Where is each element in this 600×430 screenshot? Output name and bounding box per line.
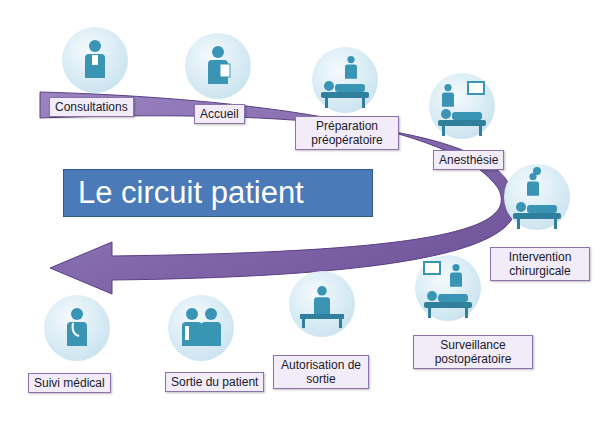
step-label: Intervention chirurgicale <box>490 247 590 281</box>
icon-preparation <box>312 47 378 113</box>
step-text: Intervention chirurgicale <box>496 250 584 278</box>
step-label: Autorisation de sortie <box>273 355 369 389</box>
icon-surveillance <box>415 255 481 321</box>
step-label: Préparation préopératoire <box>295 116 399 150</box>
title-box: Le circuit patient <box>63 169 373 217</box>
step-text: Surveillance postopératoire <box>419 338 527 366</box>
icon-intervention <box>504 164 570 230</box>
step-label: Suivi médical <box>28 373 111 393</box>
icon-consultations <box>62 27 128 93</box>
icon-accueil <box>185 33 251 99</box>
icon-anesthesie <box>429 73 495 139</box>
icon-autorisation <box>289 271 355 337</box>
step-label: Anesthésie <box>433 150 504 170</box>
title-text: Le circuit patient <box>78 175 304 210</box>
step-label: Consultations <box>49 97 134 117</box>
step-text: Suivi médical <box>34 376 105 390</box>
step-text: Autorisation de sortie <box>279 358 363 386</box>
step-label: Accueil <box>194 104 245 124</box>
icon-sortie <box>168 295 234 361</box>
step-text: Préparation préopératoire <box>301 119 393 147</box>
step-text: Sortie du patient <box>171 375 258 389</box>
step-label: Sortie du patient <box>165 372 264 392</box>
step-text: Accueil <box>200 107 239 121</box>
step-label: Surveillance postopératoire <box>413 335 533 369</box>
icon-suivi <box>44 295 110 361</box>
step-text: Consultations <box>55 100 128 114</box>
step-text: Anesthésie <box>439 153 498 167</box>
